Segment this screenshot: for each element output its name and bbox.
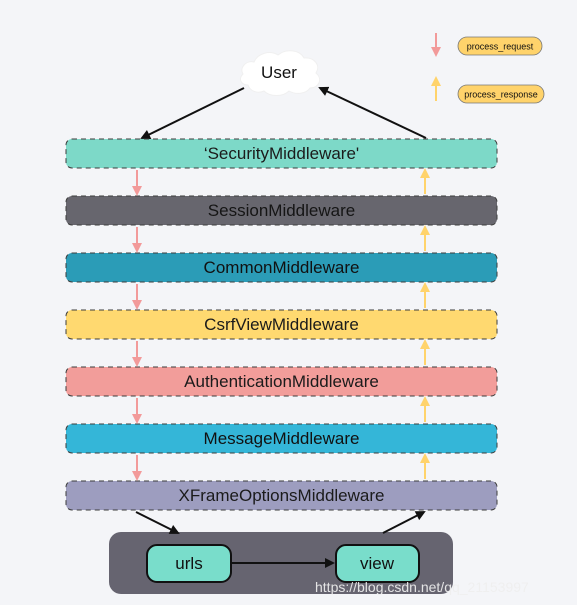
middleware-label: ‘SecurityMiddleware' <box>204 144 359 163</box>
middleware-box <box>65 423 498 454</box>
middleware-box <box>65 138 498 169</box>
flow-arrows <box>132 168 430 481</box>
middleware-box <box>65 366 498 397</box>
app-container: urls view <box>109 532 453 594</box>
user-label: User <box>261 63 297 82</box>
middleware-label: CommonMiddleware <box>204 258 360 277</box>
xframe-to-urls-arrow <box>135 511 180 534</box>
view-node <box>335 544 420 583</box>
urls-label: urls <box>175 554 202 573</box>
process-request-label: process_request <box>467 42 534 52</box>
middleware-label: MessageMiddleware <box>204 429 360 448</box>
user-cloud: User <box>240 50 321 96</box>
middleware-box <box>65 480 498 511</box>
view-label: view <box>360 554 395 573</box>
middleware-label: SessionMiddleware <box>208 201 355 220</box>
view-to-xframe-arrow <box>382 511 426 534</box>
middleware-box <box>65 309 498 340</box>
middleware-label: AuthenticationMiddleware <box>184 372 379 391</box>
watermark-text: https://blog.csdn.net/qq_21153997 <box>315 579 529 595</box>
middleware-stack: ‘SecurityMiddleware' SessionMiddlewareCom… <box>65 138 498 511</box>
middleware-box <box>65 195 498 226</box>
cloud-icon <box>240 50 321 96</box>
user-to-security-arrow <box>140 87 245 139</box>
middleware-label: XFrameOptionsMiddleware <box>179 486 385 505</box>
legend: process_request process_response <box>431 33 545 104</box>
process-request-badge <box>457 36 543 56</box>
process-response-badge <box>457 84 545 104</box>
middleware-box <box>65 252 498 283</box>
security-to-user-arrow <box>318 86 427 139</box>
process-response-label: process_response <box>464 90 538 100</box>
middleware-label: CsrfViewMiddleware <box>204 315 359 334</box>
